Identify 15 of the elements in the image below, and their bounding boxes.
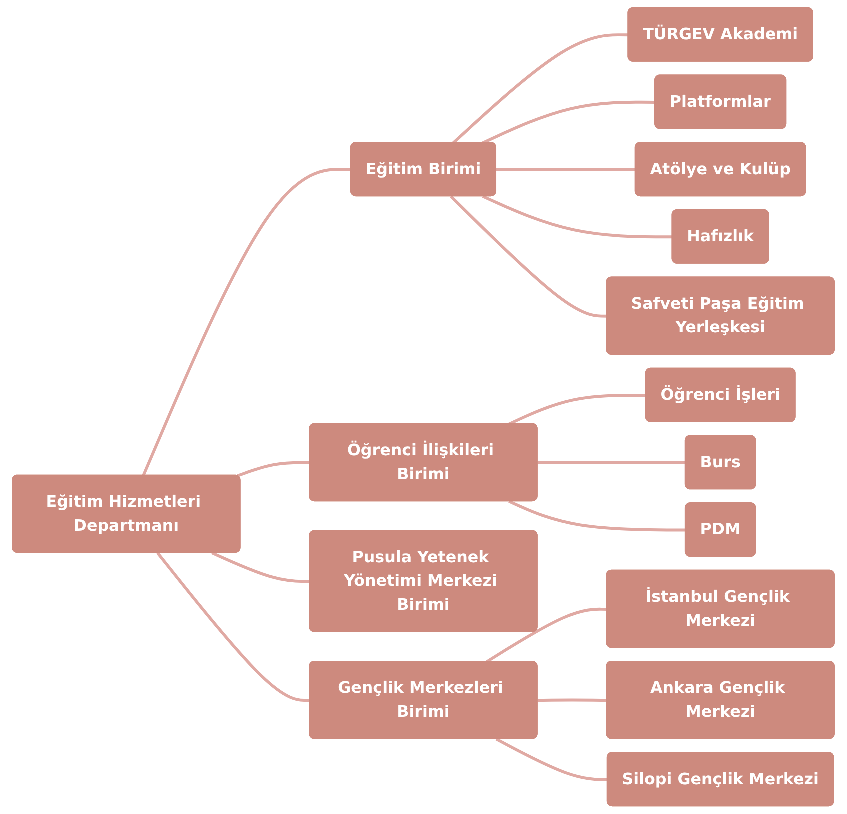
connector <box>496 168 636 172</box>
connector <box>142 168 352 476</box>
connector <box>482 195 673 239</box>
connector <box>508 394 646 426</box>
connector <box>450 196 608 318</box>
connector <box>452 34 629 144</box>
connector <box>236 461 310 478</box>
connector <box>486 608 608 664</box>
connector <box>212 552 310 584</box>
connector <box>156 552 310 702</box>
connector <box>538 698 608 702</box>
connector <box>482 100 656 144</box>
connector <box>496 738 608 782</box>
connector <box>508 500 686 532</box>
connector <box>538 461 686 464</box>
